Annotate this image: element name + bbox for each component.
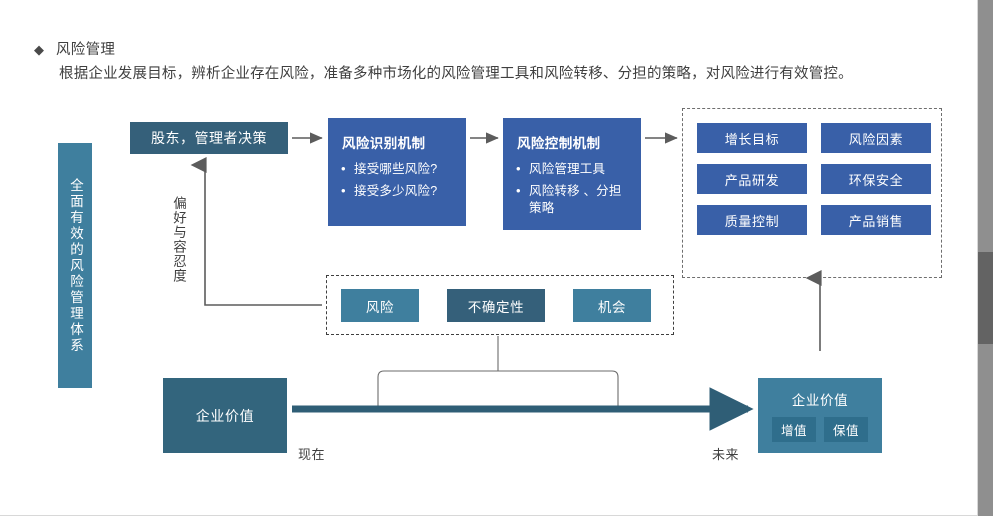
side-banner: 全面有效的风险管理体系: [58, 143, 92, 388]
objectives-grid: 增长目标 风险因素 产品研发 环保安全 质量控制 产品销售: [697, 123, 931, 235]
enterprise-value-now-label: 企业价值: [195, 407, 255, 424]
risk-control-box[interactable]: 风险控制机制 风险管理工具 风险转移 、分担策略: [503, 118, 641, 230]
uncertainty-cell-opportunity[interactable]: 机会: [573, 289, 651, 322]
risk-identification-box[interactable]: 风险识别机制 接受哪些风险? 接受多少风险?: [328, 118, 466, 226]
decision-box[interactable]: 股东，管理者决策: [130, 122, 288, 154]
list-item: 接受多少风险?: [340, 182, 454, 200]
timeline-future-label: 未来: [712, 447, 740, 462]
diamond-bullet-icon: ◆: [34, 42, 44, 57]
page-subtitle: 根据企业发展目标，辨析企业存在风险，准备多种市场化的风险管理工具和风险转移、分担…: [59, 66, 853, 82]
list-item: 风险管理工具: [515, 160, 629, 178]
uncertainty-cell-uncertainty[interactable]: 不确定性: [447, 289, 545, 322]
timeline-now-label: 现在: [298, 447, 326, 462]
objective-cell[interactable]: 增长目标: [697, 123, 807, 153]
objective-cell[interactable]: 质量控制: [697, 205, 807, 235]
risk-identification-title: 风险识别机制: [342, 136, 426, 151]
enterprise-value-now-box[interactable]: 企业价值: [163, 378, 287, 453]
risk-control-list: 风险管理工具 风险转移 、分担策略: [515, 160, 629, 222]
feedback-loop-label: 偏好与容忍度: [171, 196, 186, 283]
objective-cell[interactable]: 环保安全: [821, 164, 931, 194]
value-pill-preservation[interactable]: 保值: [824, 417, 869, 442]
objectives-group: 增长目标 风险因素 产品研发 环保安全 质量控制 产品销售: [682, 108, 942, 278]
scrollbar-thumb[interactable]: [978, 252, 993, 344]
value-pill-appreciation[interactable]: 增值: [771, 417, 816, 442]
list-item: 接受哪些风险?: [340, 160, 454, 178]
objective-cell[interactable]: 产品销售: [821, 205, 931, 235]
side-banner-label: 全面有效的风险管理体系: [68, 177, 83, 354]
risk-identification-list: 接受哪些风险? 接受多少风险?: [340, 160, 454, 205]
uncertainty-group: 风险 不确定性 机会: [326, 275, 674, 335]
objective-cell[interactable]: 产品研发: [697, 164, 807, 194]
decision-box-label: 股东，管理者决策: [151, 130, 267, 146]
header: ◆ 风险管理 根据企业发展目标，辨析企业存在风险，准备多种市场化的风险管理工具和…: [34, 40, 934, 85]
uncertainty-cells: 风险 不确定性 机会: [341, 289, 651, 322]
scrollbar-track[interactable]: [978, 0, 993, 516]
list-item: 风险转移 、分担策略: [515, 182, 629, 217]
enterprise-value-future-label: 企业价值: [791, 393, 849, 408]
risk-control-title: 风险控制机制: [517, 136, 601, 151]
uncertainty-cell-risk[interactable]: 风险: [341, 289, 419, 322]
page-title: 风险管理: [56, 42, 116, 58]
enterprise-value-future-box[interactable]: 企业价值 增值 保值: [758, 378, 882, 453]
objective-cell[interactable]: 风险因素: [821, 123, 931, 153]
value-pills: 增值 保值: [771, 417, 869, 442]
